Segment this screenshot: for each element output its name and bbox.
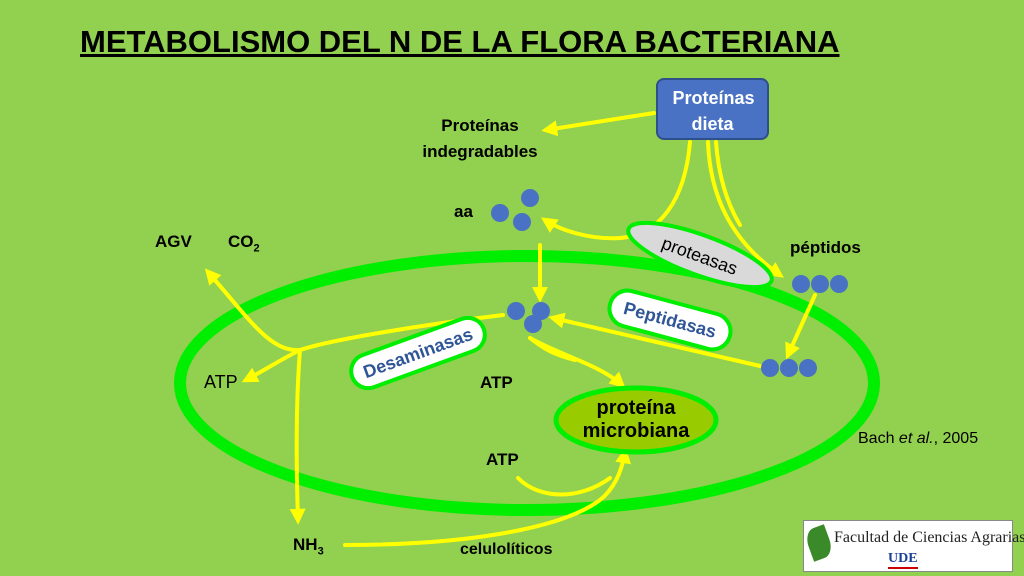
arrow-to-agv	[204, 268, 505, 353]
proteinas-dieta-label: Proteínas dieta	[672, 88, 755, 134]
arrow-dieta-side	[714, 140, 742, 227]
logo-ude: UDE	[888, 551, 918, 569]
proteina-microbiana-line1: proteína	[596, 397, 676, 419]
proteina-microbiana-ellipse	[553, 385, 719, 455]
proteasas-pill	[626, 220, 774, 290]
arrow-dieta-to-aa	[541, 140, 692, 241]
arrow-aa-branch	[528, 336, 577, 362]
faculty-logo: Facultad de Ciencias Agrarias UDE	[803, 520, 1024, 572]
peptide-dot	[799, 359, 817, 377]
bacterial-cell	[174, 250, 880, 516]
atp-mid-label: ATP	[480, 373, 513, 392]
arrow-nh3-to-proteina	[343, 447, 632, 547]
arrow-dieta-to-peptidos	[706, 140, 784, 278]
arrow-peptidasas	[548, 312, 762, 368]
aa-dots-inside	[507, 302, 550, 333]
proteinas-indegradables-line1: Proteínas	[441, 116, 519, 135]
peptide-dot	[761, 359, 779, 377]
proteina-microbiana-line2: microbiana	[582, 420, 690, 442]
aa-dot	[521, 189, 539, 207]
nh3-base: NH	[293, 535, 318, 554]
atp-bottom-label: ATP	[486, 450, 519, 469]
peptidasas-pill	[607, 288, 733, 352]
nh3-subscript: 3	[317, 545, 324, 558]
co2-label: CO2	[228, 232, 260, 254]
logo-faculty-name: Facultad de Ciencias Agrarias	[834, 529, 1024, 546]
proteinas-indegradables-label: Proteínas indegradables	[405, 113, 555, 165]
peptide-dot	[830, 275, 848, 293]
proteinas-indegradables-line2: indegradables	[422, 142, 538, 161]
arrow-to-atp-left	[241, 348, 302, 383]
aa-dot	[507, 302, 525, 320]
aa-dots-outside	[491, 189, 539, 231]
leaf-icon	[803, 524, 835, 562]
co2-base: CO	[228, 232, 254, 251]
page-title: METABOLISMO DEL N DE LA FLORA BACTERIANA	[80, 24, 840, 59]
citation-prefix: Bach	[858, 430, 899, 447]
arrows	[204, 111, 817, 547]
peptide-dot	[780, 359, 798, 377]
citation: Bach et al., 2005	[858, 430, 978, 448]
peptidos-label: péptidos	[790, 238, 861, 257]
atp-left-label: ATP	[204, 372, 238, 392]
peptide-dot	[811, 275, 829, 293]
arrow-to-nh3	[289, 348, 306, 525]
proteina-microbiana-label: proteína microbiana	[566, 397, 706, 443]
peptide-dots-outside	[792, 275, 848, 293]
agv-label: AGV	[155, 232, 192, 251]
aa-dot	[491, 204, 509, 222]
peptide-dot	[792, 275, 810, 293]
arrow-atp-bottom	[516, 476, 612, 497]
arrow-peptidos-into-cell	[785, 293, 817, 360]
aa-dot	[524, 315, 542, 333]
citation-italic: et al.	[898, 430, 934, 447]
co2-subscript: 2	[253, 242, 260, 255]
celuloliticos-label: celulolíticos	[460, 541, 553, 558]
aa-dot	[513, 213, 531, 231]
citation-suffix: , 2005	[933, 430, 979, 447]
aa-dot	[532, 302, 550, 320]
desaminasas-pill	[349, 315, 487, 391]
aa-label: aa	[454, 202, 473, 221]
arrow-dieta-to-indegradables	[541, 111, 656, 137]
proteinas-dieta-box: Proteínas dieta	[656, 78, 769, 140]
nh3-label: NH3	[293, 535, 324, 557]
peptide-dots-inside	[761, 359, 817, 377]
